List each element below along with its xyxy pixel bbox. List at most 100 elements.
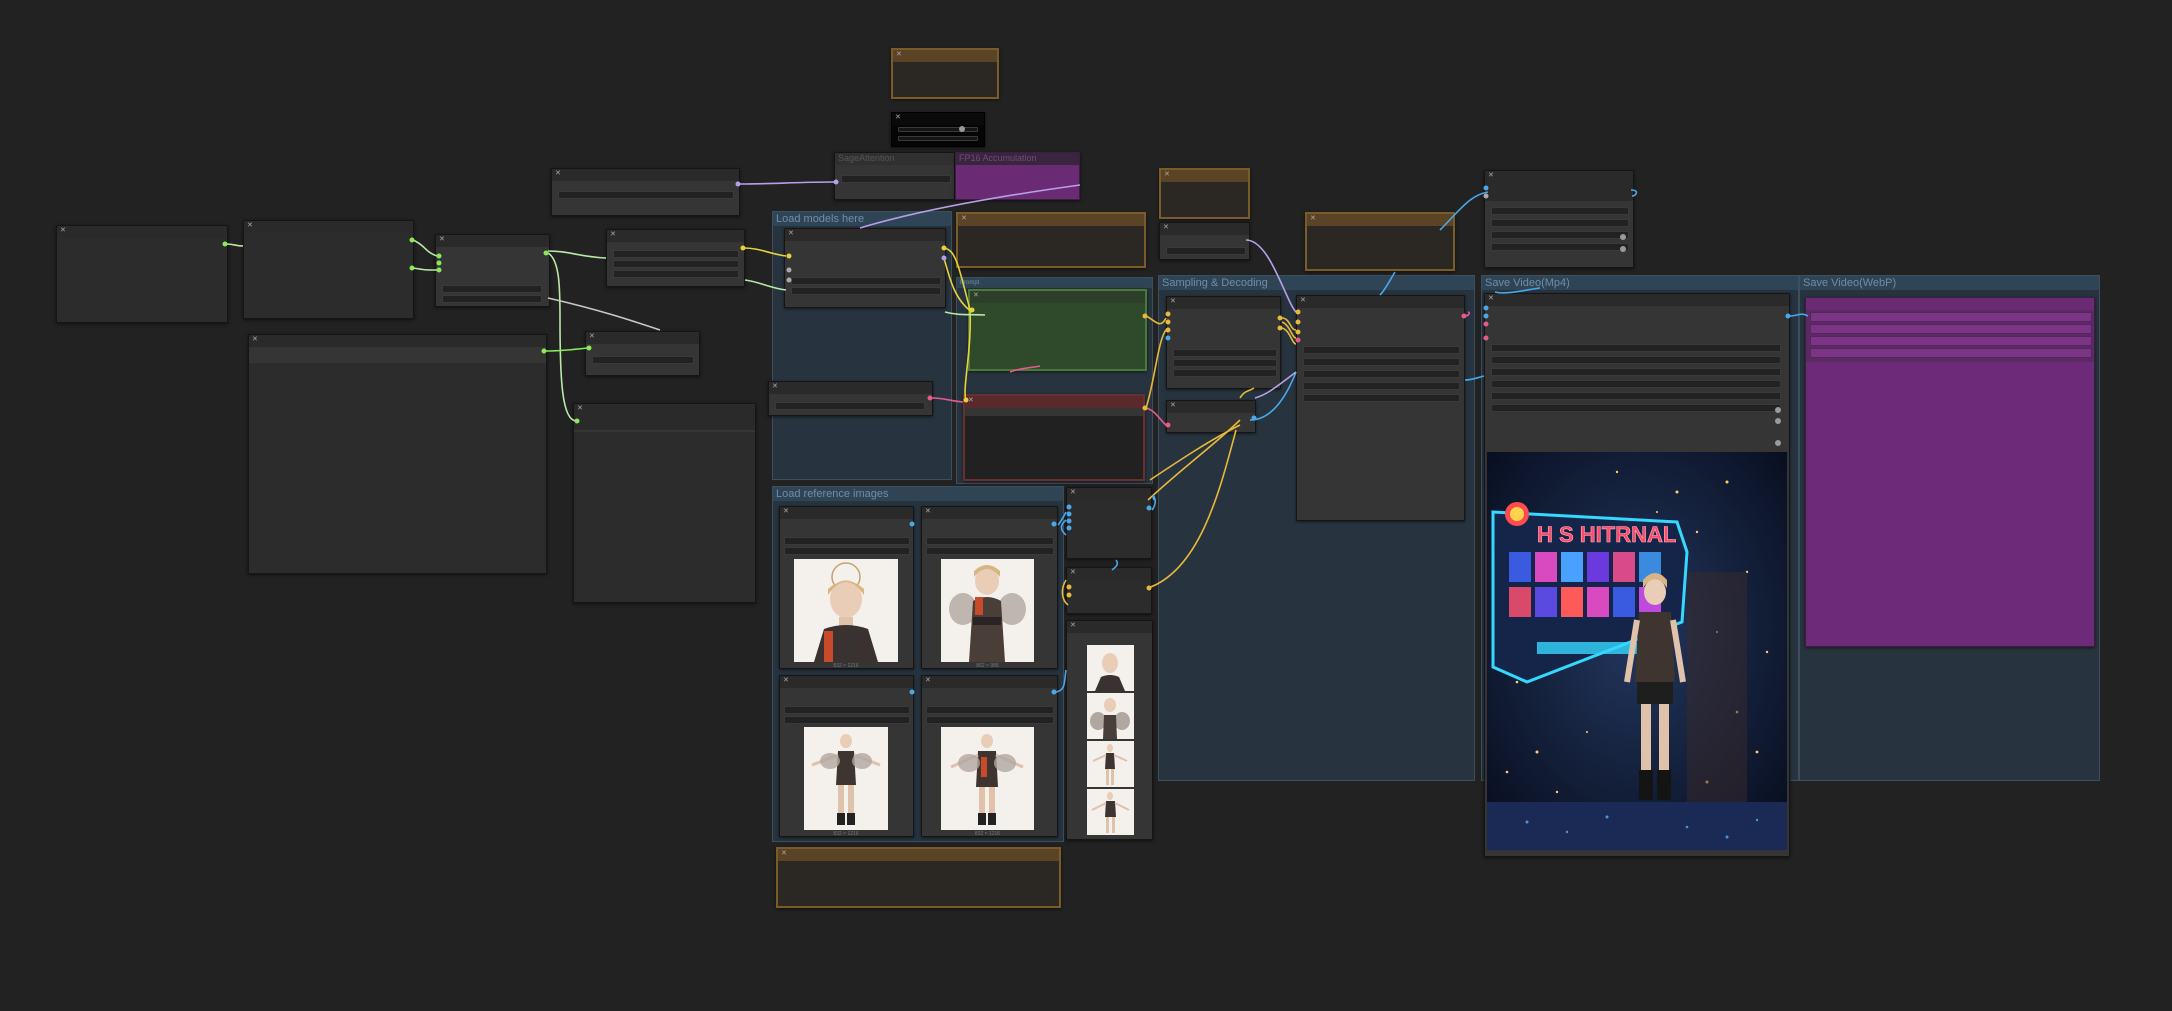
node-lora-loader[interactable]: ✕ xyxy=(768,381,933,416)
widget[interactable] xyxy=(1303,382,1460,390)
close-icon[interactable]: ✕ xyxy=(60,227,66,234)
widget[interactable] xyxy=(1491,344,1781,352)
node-mid-widgets[interactable]: ✕ xyxy=(606,229,745,287)
node-ksampler-a[interactable]: ✕ xyxy=(1166,296,1281,389)
widget[interactable] xyxy=(1810,336,2092,346)
node-ksampler-main[interactable]: ✕ xyxy=(1296,295,1465,521)
note-node-decoding[interactable]: ✕ xyxy=(1305,212,1455,271)
widget[interactable] xyxy=(784,547,910,555)
widget[interactable] xyxy=(558,191,734,199)
widget[interactable] xyxy=(1491,219,1629,227)
widget[interactable] xyxy=(841,175,951,183)
widget[interactable] xyxy=(1303,358,1460,366)
widget[interactable] xyxy=(1491,404,1781,412)
node-video-combine-webp[interactable] xyxy=(1805,297,2095,647)
widget[interactable] xyxy=(1810,312,2092,322)
close-icon[interactable]: ✕ xyxy=(577,405,583,412)
widget[interactable] xyxy=(1491,368,1781,376)
widget[interactable] xyxy=(926,716,1054,724)
toggle-switch[interactable] xyxy=(1620,246,1626,252)
widget[interactable] xyxy=(442,295,542,303)
node-small-reroute[interactable]: ✕ xyxy=(585,331,700,376)
note-node-prompt[interactable]: ✕ xyxy=(956,212,1146,268)
toggle-switch[interactable] xyxy=(1775,440,1781,446)
node-top-widget[interactable]: ✕ xyxy=(551,168,740,216)
close-icon[interactable]: ✕ xyxy=(589,333,595,340)
widget[interactable] xyxy=(613,260,739,268)
widget[interactable] xyxy=(613,270,739,278)
widget[interactable] xyxy=(926,537,1054,545)
close-icon[interactable]: ✕ xyxy=(1170,402,1176,409)
widget[interactable] xyxy=(1173,359,1277,367)
node-vae-decode[interactable]: ✕ xyxy=(1166,400,1256,433)
widget[interactable] xyxy=(784,706,910,714)
widget[interactable] xyxy=(1303,370,1460,378)
widget[interactable] xyxy=(613,250,739,258)
widget[interactable] xyxy=(1810,348,2092,358)
widget[interactable] xyxy=(1491,392,1781,400)
widget[interactable] xyxy=(1491,356,1781,364)
node-model-sampling[interactable]: ✕ xyxy=(1159,222,1250,260)
slider[interactable] xyxy=(898,127,978,132)
close-icon[interactable]: ✕ xyxy=(1070,622,1076,629)
toggle-switch[interactable] xyxy=(1775,407,1781,413)
close-icon[interactable]: ✕ xyxy=(1300,297,1306,304)
toggle-switch[interactable] xyxy=(1775,418,1781,424)
node-left-2[interactable]: ✕ xyxy=(243,220,414,319)
close-icon[interactable]: ✕ xyxy=(1163,224,1169,231)
close-icon[interactable]: ✕ xyxy=(1310,215,1316,222)
node-preview-batch[interactable]: ✕ xyxy=(1066,620,1153,840)
node-small-mid[interactable]: ✕ xyxy=(435,234,550,307)
close-icon[interactable]: ✕ xyxy=(925,508,931,515)
toggle-switch[interactable] xyxy=(1620,234,1626,240)
close-icon[interactable]: ✕ xyxy=(610,231,616,238)
node-load-image-2[interactable]: ✕ 862 × 986 xyxy=(921,506,1058,669)
note-node-bottom[interactable]: ✕ xyxy=(776,847,1061,908)
widget[interactable] xyxy=(1810,324,2092,334)
close-icon[interactable]: ✕ xyxy=(783,677,789,684)
close-icon[interactable]: ✕ xyxy=(1070,569,1076,576)
close-icon[interactable]: ✕ xyxy=(788,230,794,237)
widget[interactable] xyxy=(791,287,941,295)
video-preview[interactable]: H S HITRNAL xyxy=(1487,452,1787,850)
close-icon[interactable]: ✕ xyxy=(973,292,979,299)
widget[interactable] xyxy=(926,547,1054,555)
node-top-right-settings[interactable]: ✕ xyxy=(1484,170,1634,268)
close-icon[interactable]: ✕ xyxy=(439,236,445,243)
node-black-slider[interactable]: ✕ xyxy=(891,112,985,147)
widget[interactable] xyxy=(1491,243,1629,251)
close-icon[interactable]: ✕ xyxy=(895,114,901,121)
slider[interactable] xyxy=(898,136,978,141)
node-positive-prompt[interactable]: ✕ xyxy=(968,289,1147,371)
node-image-batch-1[interactable]: ✕ xyxy=(1066,487,1152,559)
slider-handle[interactable] xyxy=(959,126,965,132)
node-fp16-accumulation[interactable]: FP16 Accumulation xyxy=(955,152,1080,200)
close-icon[interactable]: ✕ xyxy=(247,222,253,229)
close-icon[interactable]: ✕ xyxy=(1170,298,1176,305)
widget[interactable] xyxy=(1491,207,1629,215)
widget[interactable] xyxy=(1303,394,1460,402)
widget[interactable] xyxy=(1166,247,1246,255)
close-icon[interactable]: ✕ xyxy=(1488,172,1494,179)
close-icon[interactable]: ✕ xyxy=(772,383,778,390)
node-large-left[interactable]: ✕ xyxy=(248,334,547,574)
close-icon[interactable]: ✕ xyxy=(896,51,902,58)
node-load-image-1[interactable]: ✕ 832 × 1216 xyxy=(779,506,914,669)
widget[interactable] xyxy=(1303,346,1460,354)
widget[interactable] xyxy=(775,402,925,410)
widget[interactable] xyxy=(926,706,1054,714)
close-icon[interactable]: ✕ xyxy=(252,336,258,343)
widget[interactable] xyxy=(1173,349,1277,357)
node-left-1[interactable]: ✕ xyxy=(56,225,228,323)
node-image-batch-2[interactable]: ✕ xyxy=(1066,567,1152,614)
close-icon[interactable]: ✕ xyxy=(1070,489,1076,496)
node-sage-attention[interactable]: SageAttention xyxy=(834,152,955,200)
widget[interactable] xyxy=(1491,231,1629,239)
close-icon[interactable]: ✕ xyxy=(783,508,789,515)
widget[interactable] xyxy=(1491,380,1781,388)
node-negative-prompt[interactable]: ✕ xyxy=(963,394,1145,481)
node-unet-loader[interactable]: ✕ xyxy=(784,228,946,308)
close-icon[interactable]: ✕ xyxy=(968,397,974,404)
widget[interactable] xyxy=(784,537,910,545)
